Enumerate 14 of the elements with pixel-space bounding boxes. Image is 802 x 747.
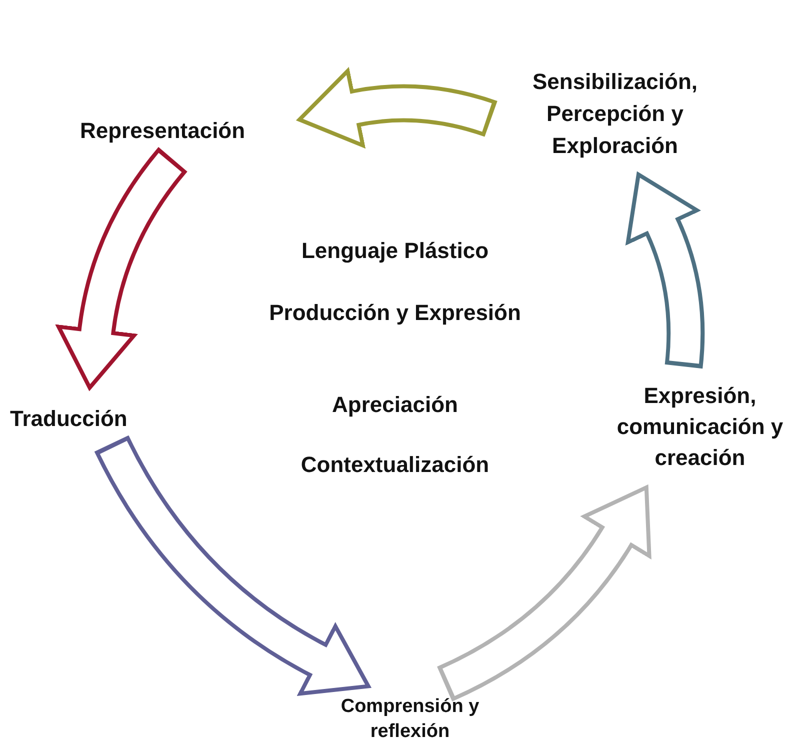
stage-label: Expresión, comunicación y creación xyxy=(598,380,802,473)
block-arrow xyxy=(297,68,498,148)
block-arrow xyxy=(94,434,370,696)
stage-label: Traducción xyxy=(10,404,160,434)
block-arrow xyxy=(626,172,705,368)
block-arrow xyxy=(436,486,651,702)
stage-label: Representación xyxy=(80,116,285,146)
center-label: Contextualización xyxy=(300,451,490,479)
stage-label: Sensibilización, Percepción y Exploración xyxy=(505,66,725,162)
block-arrow xyxy=(56,147,188,390)
center-label: Lenguaje Plástico xyxy=(300,237,490,265)
center-label: Apreciación xyxy=(331,391,459,419)
center-label: Producción y Expresión xyxy=(268,299,522,327)
stage-label: Comprensión y reflexión xyxy=(320,694,500,744)
